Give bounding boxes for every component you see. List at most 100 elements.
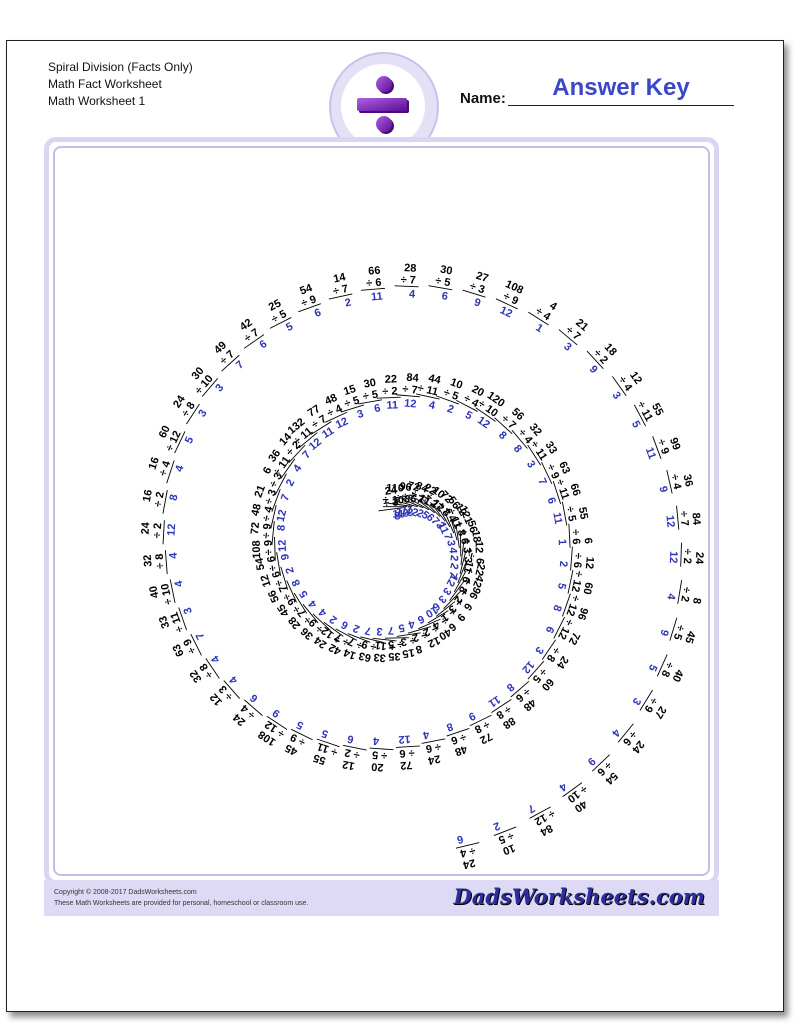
divisor: ÷ 2 bbox=[678, 586, 692, 603]
quotient: 7 bbox=[388, 624, 394, 636]
quotient: 11 bbox=[435, 520, 451, 535]
divisor: ÷ 11 bbox=[416, 382, 439, 398]
dividend: 12 bbox=[341, 758, 355, 772]
division-problem: 45÷ 95 bbox=[283, 718, 313, 758]
dividend: 56 bbox=[266, 588, 282, 604]
quotient: 7 bbox=[194, 630, 207, 641]
answer-line bbox=[342, 744, 367, 751]
division-problem: 66÷ 611 bbox=[361, 265, 386, 303]
dividend: 96 bbox=[466, 585, 482, 602]
answer-line bbox=[443, 591, 461, 610]
quotient: 9 bbox=[657, 628, 670, 637]
answer-line bbox=[243, 334, 265, 349]
divisor: ÷ 11 bbox=[374, 639, 396, 653]
quotient: 6 bbox=[543, 624, 556, 635]
division-problem: 96÷ 812 bbox=[444, 570, 483, 602]
answer-line bbox=[421, 738, 446, 744]
quotient: 12 bbox=[404, 398, 417, 411]
quotient: 2 bbox=[344, 297, 353, 310]
answer-line bbox=[360, 636, 384, 643]
dividend: 32 bbox=[188, 668, 205, 685]
quotient: 6 bbox=[441, 290, 449, 303]
site-logo[interactable]: DadsWorksheets.com bbox=[453, 884, 705, 909]
division-problem: 48÷ 412 bbox=[323, 392, 350, 432]
dividend: 60 bbox=[157, 424, 173, 440]
dividend: 8 bbox=[414, 642, 423, 655]
quotient: 3 bbox=[356, 408, 365, 421]
divisor: ÷ 4 bbox=[458, 844, 476, 859]
footer-bar: Copyright © 2008-2017 DadsWorksheets.com… bbox=[44, 880, 719, 916]
quotient: 2 bbox=[445, 403, 455, 416]
dividend: 6 bbox=[582, 537, 594, 544]
quotient: 9 bbox=[656, 485, 669, 494]
division-problem: 4÷ 41 bbox=[528, 300, 560, 335]
division-problem: 60÷ 125 bbox=[555, 570, 595, 596]
answer-line bbox=[676, 505, 680, 530]
worksheet-title: Spiral Division (Facts Only) bbox=[48, 60, 193, 74]
answer-line bbox=[280, 566, 289, 590]
dividend: 21 bbox=[252, 484, 268, 500]
dividend: 72 bbox=[566, 630, 582, 646]
divisor: ÷ 12 bbox=[569, 570, 585, 593]
quotient: 5 bbox=[284, 321, 295, 334]
answer-line bbox=[358, 399, 383, 405]
quotient: 2 bbox=[351, 622, 361, 635]
dividend: 33 bbox=[543, 439, 560, 456]
quotient: 11 bbox=[320, 425, 336, 441]
answer-line bbox=[529, 806, 551, 819]
answer-line bbox=[591, 754, 611, 772]
division-symbol-icon bbox=[357, 76, 409, 134]
quotient: 10 bbox=[423, 603, 440, 620]
answer-line bbox=[680, 542, 682, 567]
division-problem: 18÷ 29 bbox=[586, 341, 619, 376]
answer-line bbox=[612, 376, 627, 397]
quotient: 12 bbox=[498, 304, 514, 320]
answer-line bbox=[455, 842, 480, 849]
answer-line bbox=[166, 460, 175, 484]
answer-line bbox=[244, 699, 263, 716]
answer-line bbox=[293, 592, 308, 614]
dividend: 24 bbox=[384, 484, 399, 498]
answer-line bbox=[430, 502, 446, 522]
quotient: 9 bbox=[271, 706, 283, 719]
name-field-line[interactable] bbox=[508, 105, 734, 106]
divisor: ÷ 6 bbox=[270, 570, 286, 588]
division-problem: 55÷ 511 bbox=[550, 501, 590, 526]
quotient: 2 bbox=[557, 560, 569, 567]
answer-line bbox=[369, 747, 394, 751]
answer-line bbox=[456, 399, 478, 412]
quotient: 12 bbox=[667, 551, 679, 564]
quotient: 1 bbox=[556, 539, 568, 546]
quotient: 1 bbox=[533, 322, 545, 335]
quotient: 3 bbox=[196, 408, 209, 420]
answer-line bbox=[223, 680, 241, 699]
answer-line bbox=[495, 298, 518, 310]
division-problem: 54÷ 96 bbox=[298, 282, 323, 320]
division-problem: 24÷ 46 bbox=[455, 832, 480, 871]
quotient: 3 bbox=[561, 341, 573, 354]
division-problem: 40÷ 104 bbox=[147, 579, 185, 606]
answer-line bbox=[568, 523, 571, 548]
dividend: 10 bbox=[430, 484, 447, 501]
dividend: 45 bbox=[275, 602, 292, 619]
division-problem: 6÷ 61 bbox=[556, 523, 594, 548]
answer-line bbox=[205, 658, 220, 679]
division-problem: 45÷ 95 bbox=[275, 588, 311, 619]
division-problem: 77÷ 711 bbox=[306, 403, 337, 441]
quotient: 8 bbox=[393, 510, 401, 523]
quotient: 3 bbox=[444, 539, 457, 547]
quotient: 11 bbox=[550, 511, 564, 525]
dividend: 12 bbox=[473, 541, 485, 553]
answer-line bbox=[527, 444, 542, 466]
divisor: ÷ 5 bbox=[671, 623, 687, 641]
dividend: 33 bbox=[157, 614, 172, 630]
divisor: ÷ 4 bbox=[157, 459, 173, 478]
quotient: 4 bbox=[316, 605, 329, 619]
dividend: 110 bbox=[386, 483, 404, 495]
division-problem: 66÷ 116 bbox=[545, 478, 583, 506]
division-problem: 24÷ 64 bbox=[609, 723, 646, 756]
divisor: ÷ 6 bbox=[366, 277, 382, 290]
division-problem: 36÷ 49 bbox=[656, 469, 695, 494]
answer-line bbox=[378, 507, 403, 512]
